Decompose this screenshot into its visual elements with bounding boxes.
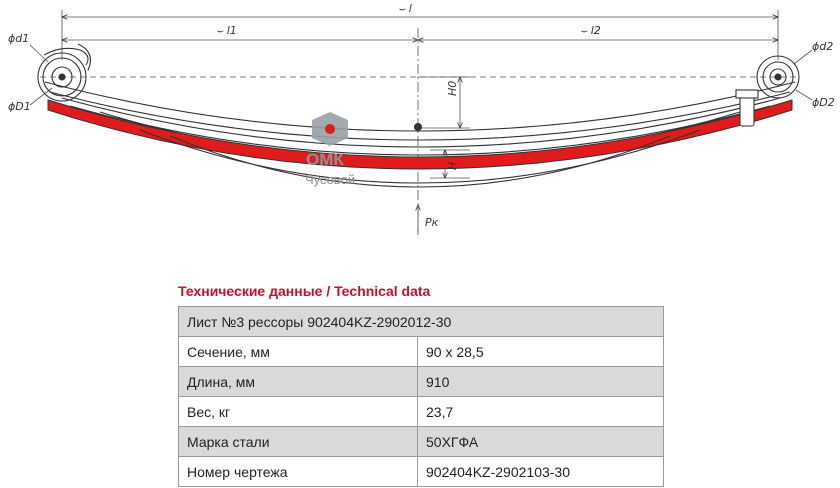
omk-logo: ОМК Чусовой xyxy=(305,112,355,187)
logo-subtext: Чусовой xyxy=(305,172,355,187)
label-l1: ⌣ l1 xyxy=(216,24,237,37)
row-label: Номер чертежа xyxy=(178,456,418,487)
lower-leaves xyxy=(139,129,701,188)
table-row: Сечение, мм 90 х 28,5 xyxy=(178,336,664,367)
center-bolt xyxy=(414,123,422,131)
row-value: 50ХГФА xyxy=(417,426,664,457)
table-row: Вес, кг 23,7 xyxy=(178,396,664,427)
label-D2: ϕD2 xyxy=(812,96,835,109)
row-value: 23,7 xyxy=(417,396,664,427)
left-eye xyxy=(37,43,91,102)
table-header: Лист №3 рессоры 902404KZ-2902012-30 xyxy=(178,306,664,337)
row-label: Сечение, мм xyxy=(178,336,418,367)
clamp xyxy=(735,89,759,127)
label-total-length: ⌣ l xyxy=(398,2,412,15)
table-header-row: Лист №3 рессоры 902404KZ-2902012-30 xyxy=(178,306,664,337)
leaf-spring-drawing: ОМК Чусовой ⌣ l ⌣ l1 ⌣ l2 ϕd1 ϕD1 ϕd2 ϕD… xyxy=(8,2,835,235)
label-Pk: Pк xyxy=(425,216,439,229)
label-l2: ⌣ l2 xyxy=(580,24,601,37)
table-row: Номер чертежа 902404KZ-2902103-30 xyxy=(178,456,664,487)
row-label: Марка стали xyxy=(178,426,418,457)
row-label: Длина, мм xyxy=(178,366,418,397)
dimension-lines xyxy=(29,10,813,235)
row-value: 910 xyxy=(417,366,664,397)
label-H: H xyxy=(446,162,459,170)
highlighted-leaf xyxy=(47,99,793,170)
table-row: Марка стали 50ХГФА xyxy=(178,426,664,457)
technical-data-title: Технические данные / Technical data xyxy=(178,283,431,299)
table-row: Длина, мм 910 xyxy=(178,366,664,397)
row-value: 90 х 28,5 xyxy=(417,336,664,367)
right-eye xyxy=(756,55,800,99)
label-d2: ϕd2 xyxy=(812,40,833,53)
label-H0: H0 xyxy=(446,81,459,96)
logo-text: ОМК xyxy=(306,150,344,169)
technical-data-table: Лист №3 рессоры 902404KZ-2902012-30 Сече… xyxy=(178,306,664,487)
label-D1: ϕD1 xyxy=(8,100,31,113)
row-value: 902404KZ-2902103-30 xyxy=(417,456,664,487)
row-label: Вес, кг xyxy=(178,396,418,427)
label-d1: ϕd1 xyxy=(8,32,29,45)
